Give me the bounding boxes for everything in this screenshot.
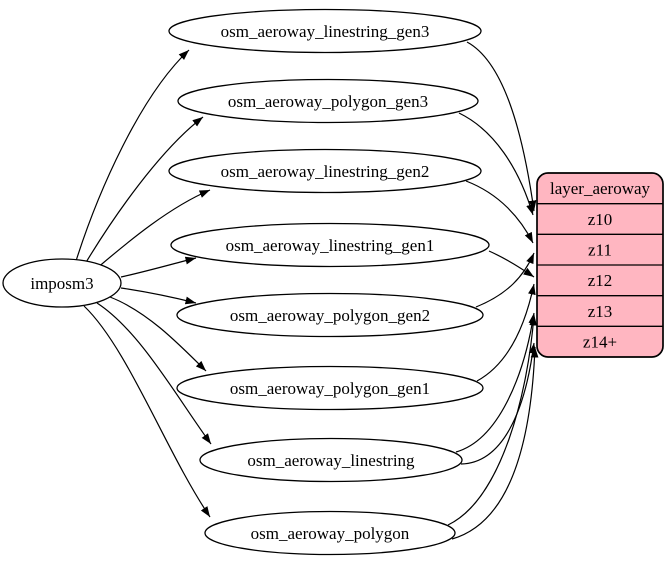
edge-imposm3-polygon_gen3 xyxy=(84,116,204,265)
layer-row-z14: z14+ xyxy=(583,333,617,352)
linestring-label: osm_aeroway_linestring xyxy=(247,451,415,470)
node-polygon_gen3: osm_aeroway_polygon_gen3 xyxy=(177,78,479,124)
edge-linestring-z14 xyxy=(460,342,537,465)
polygon_gen2-label: osm_aeroway_polygon_gen2 xyxy=(230,306,430,325)
edge-imposm3-polygon_gen2 xyxy=(120,287,197,305)
node-linestring_gen3: osm_aeroway_linestring_gen3 xyxy=(168,8,482,54)
linestring_gen1-label: osm_aeroway_linestring_gen1 xyxy=(226,236,435,255)
edges-to-layer xyxy=(447,41,539,540)
edge-polygon_gen2-z11 xyxy=(475,252,535,308)
linestring_gen2-ellipse xyxy=(168,148,482,194)
edge-linestring-z13 xyxy=(455,312,537,453)
layer-row-z12: z12 xyxy=(588,271,613,290)
edge-imposm3-linestring_gen3 xyxy=(75,49,190,262)
edge-linestring_gen1-z12 xyxy=(488,250,535,278)
linestring-ellipse xyxy=(199,437,463,483)
polygon-ellipse xyxy=(204,510,456,556)
linestring_gen3-label: osm_aeroway_linestring_gen3 xyxy=(221,22,430,41)
imposm3-ellipse xyxy=(2,258,122,308)
linestring_gen1-ellipse xyxy=(170,222,490,268)
polygon_gen1-label: osm_aeroway_polygon_gen1 xyxy=(230,379,430,398)
polygon_gen2-ellipse xyxy=(176,292,484,338)
edge-polygon_gen3-z10 xyxy=(458,112,534,216)
edges-from-source xyxy=(75,49,212,518)
polygon_gen1-ellipse xyxy=(176,365,484,411)
polygon_gen3-ellipse xyxy=(177,78,479,124)
edge-linestring_gen3-z10 xyxy=(466,41,537,212)
linestring_gen2-label: osm_aeroway_linestring_gen2 xyxy=(221,162,430,181)
edge-imposm3-linestring_gen1 xyxy=(120,256,197,278)
layer_aeroway-title: layer_aeroway xyxy=(550,179,651,198)
node-linestring: osm_aeroway_linestring xyxy=(199,437,463,483)
node-linestring_gen1: osm_aeroway_linestring_gen1 xyxy=(170,222,490,268)
linestring_gen3-ellipse xyxy=(168,8,482,54)
layer-row-z10: z10 xyxy=(588,210,613,229)
edge-polygon_gen1-z12 xyxy=(476,283,536,382)
polygon-label: osm_aeroway_polygon xyxy=(251,524,410,543)
edge-polygon-z14 xyxy=(451,346,539,540)
edge-linestring_gen2-z11 xyxy=(465,180,534,244)
node-polygon: osm_aeroway_polygon xyxy=(204,510,456,556)
node-linestring_gen2: osm_aeroway_linestring_gen2 xyxy=(168,148,482,194)
node-polygon_gen2: osm_aeroway_polygon_gen2 xyxy=(176,292,484,338)
edge-imposm3-linestring xyxy=(96,302,212,445)
layer-row-z11: z11 xyxy=(588,241,612,260)
imposm3-label: imposm3 xyxy=(30,274,93,293)
edge-imposm3-polygon xyxy=(83,305,211,518)
node-imposm3: imposm3 xyxy=(2,258,122,308)
node-layer_aeroway: layer_aeroway z10 z11 z12 z13 z14+ xyxy=(536,172,664,358)
edge-polygon-z13 xyxy=(447,314,538,526)
node-polygon_gen1: osm_aeroway_polygon_gen1 xyxy=(176,365,484,411)
polygon_gen3-label: osm_aeroway_polygon_gen3 xyxy=(228,92,428,111)
layer-row-z13: z13 xyxy=(588,302,613,321)
edge-imposm3-linestring_gen2 xyxy=(95,189,211,270)
edge-imposm3-polygon_gen1 xyxy=(109,296,207,372)
